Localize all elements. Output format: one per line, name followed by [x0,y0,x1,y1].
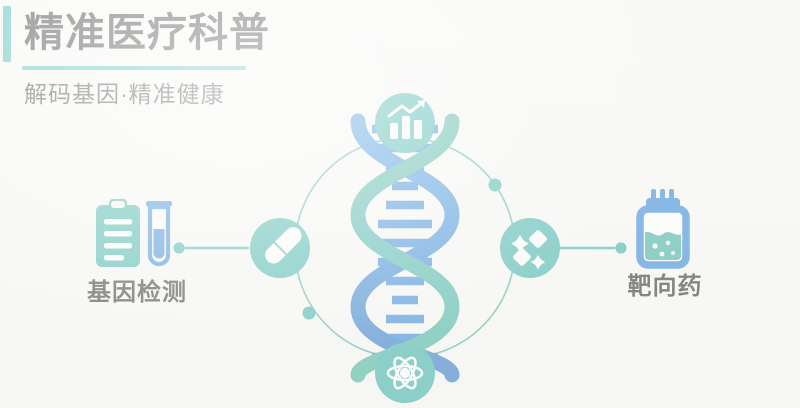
ring-dot-upper-right [488,178,502,192]
side-item-gene-test[interactable]: 基因检测 [52,196,222,308]
side-item-targeted-drug[interactable]: 靶向药 [580,189,750,302]
page-subtitle: 解码基因·精准健康 [24,81,225,107]
node-right[interactable] [500,218,560,278]
atom-icon [386,356,424,390]
bar-chart-growth-icon [387,100,425,139]
node-top[interactable] [375,93,435,153]
node-right-circle[interactable] [500,218,560,278]
clipboard-test-tube-icon [52,196,222,274]
clipboard-icon [96,199,140,267]
dna-double-helix [350,113,460,383]
node-left[interactable] [250,218,310,278]
title-divider-rule [22,66,246,70]
side-item-label-gene-test: 基因检测 [87,279,187,306]
node-bottom[interactable] [375,343,435,403]
ring-dot-lower-left [302,306,316,320]
capsule-pill-icon [265,227,302,264]
dna-orbit-graphic [250,93,560,403]
pill-bottle-icon [580,189,750,269]
bottle-liquid [645,231,681,260]
page-title: 精准医疗科普 [24,11,270,55]
molecule-diamonds-icon [511,230,547,270]
test-tube-icon [146,201,172,267]
side-item-label-targeted-drug: 靶向药 [627,273,703,300]
title-accent-bar [3,6,11,62]
